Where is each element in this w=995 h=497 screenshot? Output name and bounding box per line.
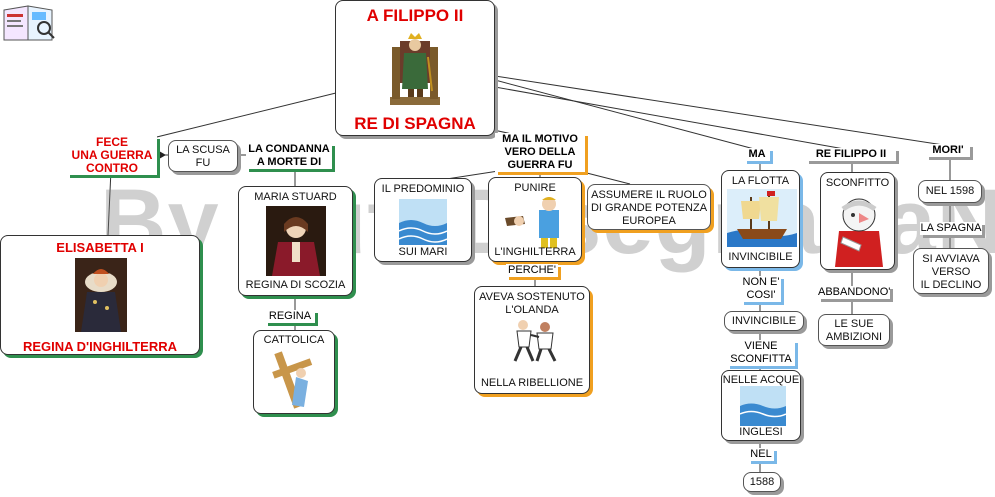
acque-top: NELLE ACQUE — [722, 374, 800, 386]
sostenuto-bottom: NELLA RIBELLIONE — [480, 377, 584, 389]
flotta-node[interactable]: LA FLOTTA INVINCIBILE — [721, 170, 800, 268]
book-logo-icon — [2, 2, 56, 42]
year-1588-node[interactable]: 1588 — [743, 472, 781, 492]
predominio-top: IL PREDOMINIO — [381, 183, 465, 195]
ambizioni-node[interactable]: LE SUE AMBIZIONI — [818, 314, 890, 346]
predominio-bottom: SUI MARI — [398, 246, 448, 258]
sostenuto-top: AVEVA SOSTENUTO L'OLANDA — [479, 291, 585, 316]
maria-portrait-icon — [266, 206, 326, 279]
nel-label: NEL — [748, 448, 774, 461]
maria-node[interactable]: MARIA STUARD REGINA DI SCOZIA — [238, 186, 353, 296]
ship-icon — [727, 189, 797, 250]
sconfitto-text: SCONFITTO — [825, 177, 890, 189]
pointing-boy-icon — [503, 194, 569, 251]
declino-node[interactable]: SI AVVIAVA VERSO IL DECLINO — [913, 248, 989, 294]
punire-top: PUNIRE — [514, 182, 556, 194]
nel-1598-node[interactable]: NEL 1598 — [918, 180, 982, 203]
elizabeth-portrait-icon — [75, 258, 127, 335]
spagna-label: LA SPAGNA — [920, 222, 982, 235]
ma-label: MA — [744, 148, 770, 161]
elisabetta-subtitle: REGINA D'INGHILTERRA — [22, 339, 178, 354]
cattolica-text: CATTOLICA — [263, 334, 325, 346]
mori-label: MORI' — [926, 144, 970, 157]
invincibile-node[interactable]: INVINCIBILE — [724, 311, 804, 331]
perche-label: PERCHE' — [506, 264, 558, 277]
sea-icon — [739, 386, 787, 429]
predominio-node[interactable]: IL PREDOMINIO SUI MARI — [374, 178, 472, 262]
punire-node[interactable]: PUNIRE L'INGHILTERRA — [488, 177, 582, 262]
condanna-label: LA CONDANNA A MORTE DI — [246, 143, 332, 169]
arrow-icon — [159, 151, 166, 159]
sconfitto-node[interactable]: SCONFITTO — [820, 172, 895, 270]
punire-bottom: L'INGHILTERRA — [494, 246, 576, 258]
cattolica-node[interactable]: CATTOLICA — [253, 330, 335, 414]
cross-icon — [268, 347, 322, 414]
maria-name: MARIA STUARD — [254, 191, 337, 203]
non-cosi-label: NON E' COSI' — [741, 276, 781, 302]
fece-label: FECE UNA GUERRA CONTRO — [67, 136, 157, 175]
sostenuto-node[interactable]: AVEVA SOSTENUTO L'OLANDA NELLA RIBELLION… — [474, 286, 590, 394]
root-title: A FILIPPO II — [366, 6, 464, 25]
root-node[interactable]: A FILIPPO II RE DI SPAGNA — [335, 0, 495, 136]
acque-node[interactable]: NELLE ACQUE INGLESI — [721, 370, 801, 441]
fighters-icon — [509, 317, 559, 366]
sea-icon — [398, 199, 448, 248]
king-on-throne-icon — [384, 27, 446, 112]
assumere-node[interactable]: ASSUMERE IL RUOLO DI GRANDE POTENZA EURO… — [587, 184, 711, 230]
viene-sconfitta-label: VIENE SCONFITTA — [727, 340, 795, 366]
elisabetta-node[interactable]: ELISABETTA I REGINA D'INGHILTERRA — [0, 235, 200, 355]
maria-subtitle: REGINA DI SCOZIA — [245, 279, 346, 291]
motivo-label: MA IL MOTIVO VERO DELLA GUERRA FU — [495, 133, 585, 172]
scusa-node[interactable]: LA SCUSA FU — [168, 140, 238, 172]
root-subtitle: RE DI SPAGNA — [354, 114, 476, 133]
abbandono-label: ABBANDONO' — [818, 286, 891, 299]
flotta-bottom: INVINCIBILE — [728, 251, 793, 263]
injured-man-icon — [831, 191, 887, 270]
regina-label: REGINA — [265, 310, 315, 323]
re-filippo-label: RE FILIPPO II — [806, 148, 896, 161]
acque-bottom: INGLESI — [739, 426, 783, 438]
elisabetta-title: ELISABETTA I — [56, 240, 144, 255]
flotta-top: LA FLOTTA — [731, 175, 790, 187]
